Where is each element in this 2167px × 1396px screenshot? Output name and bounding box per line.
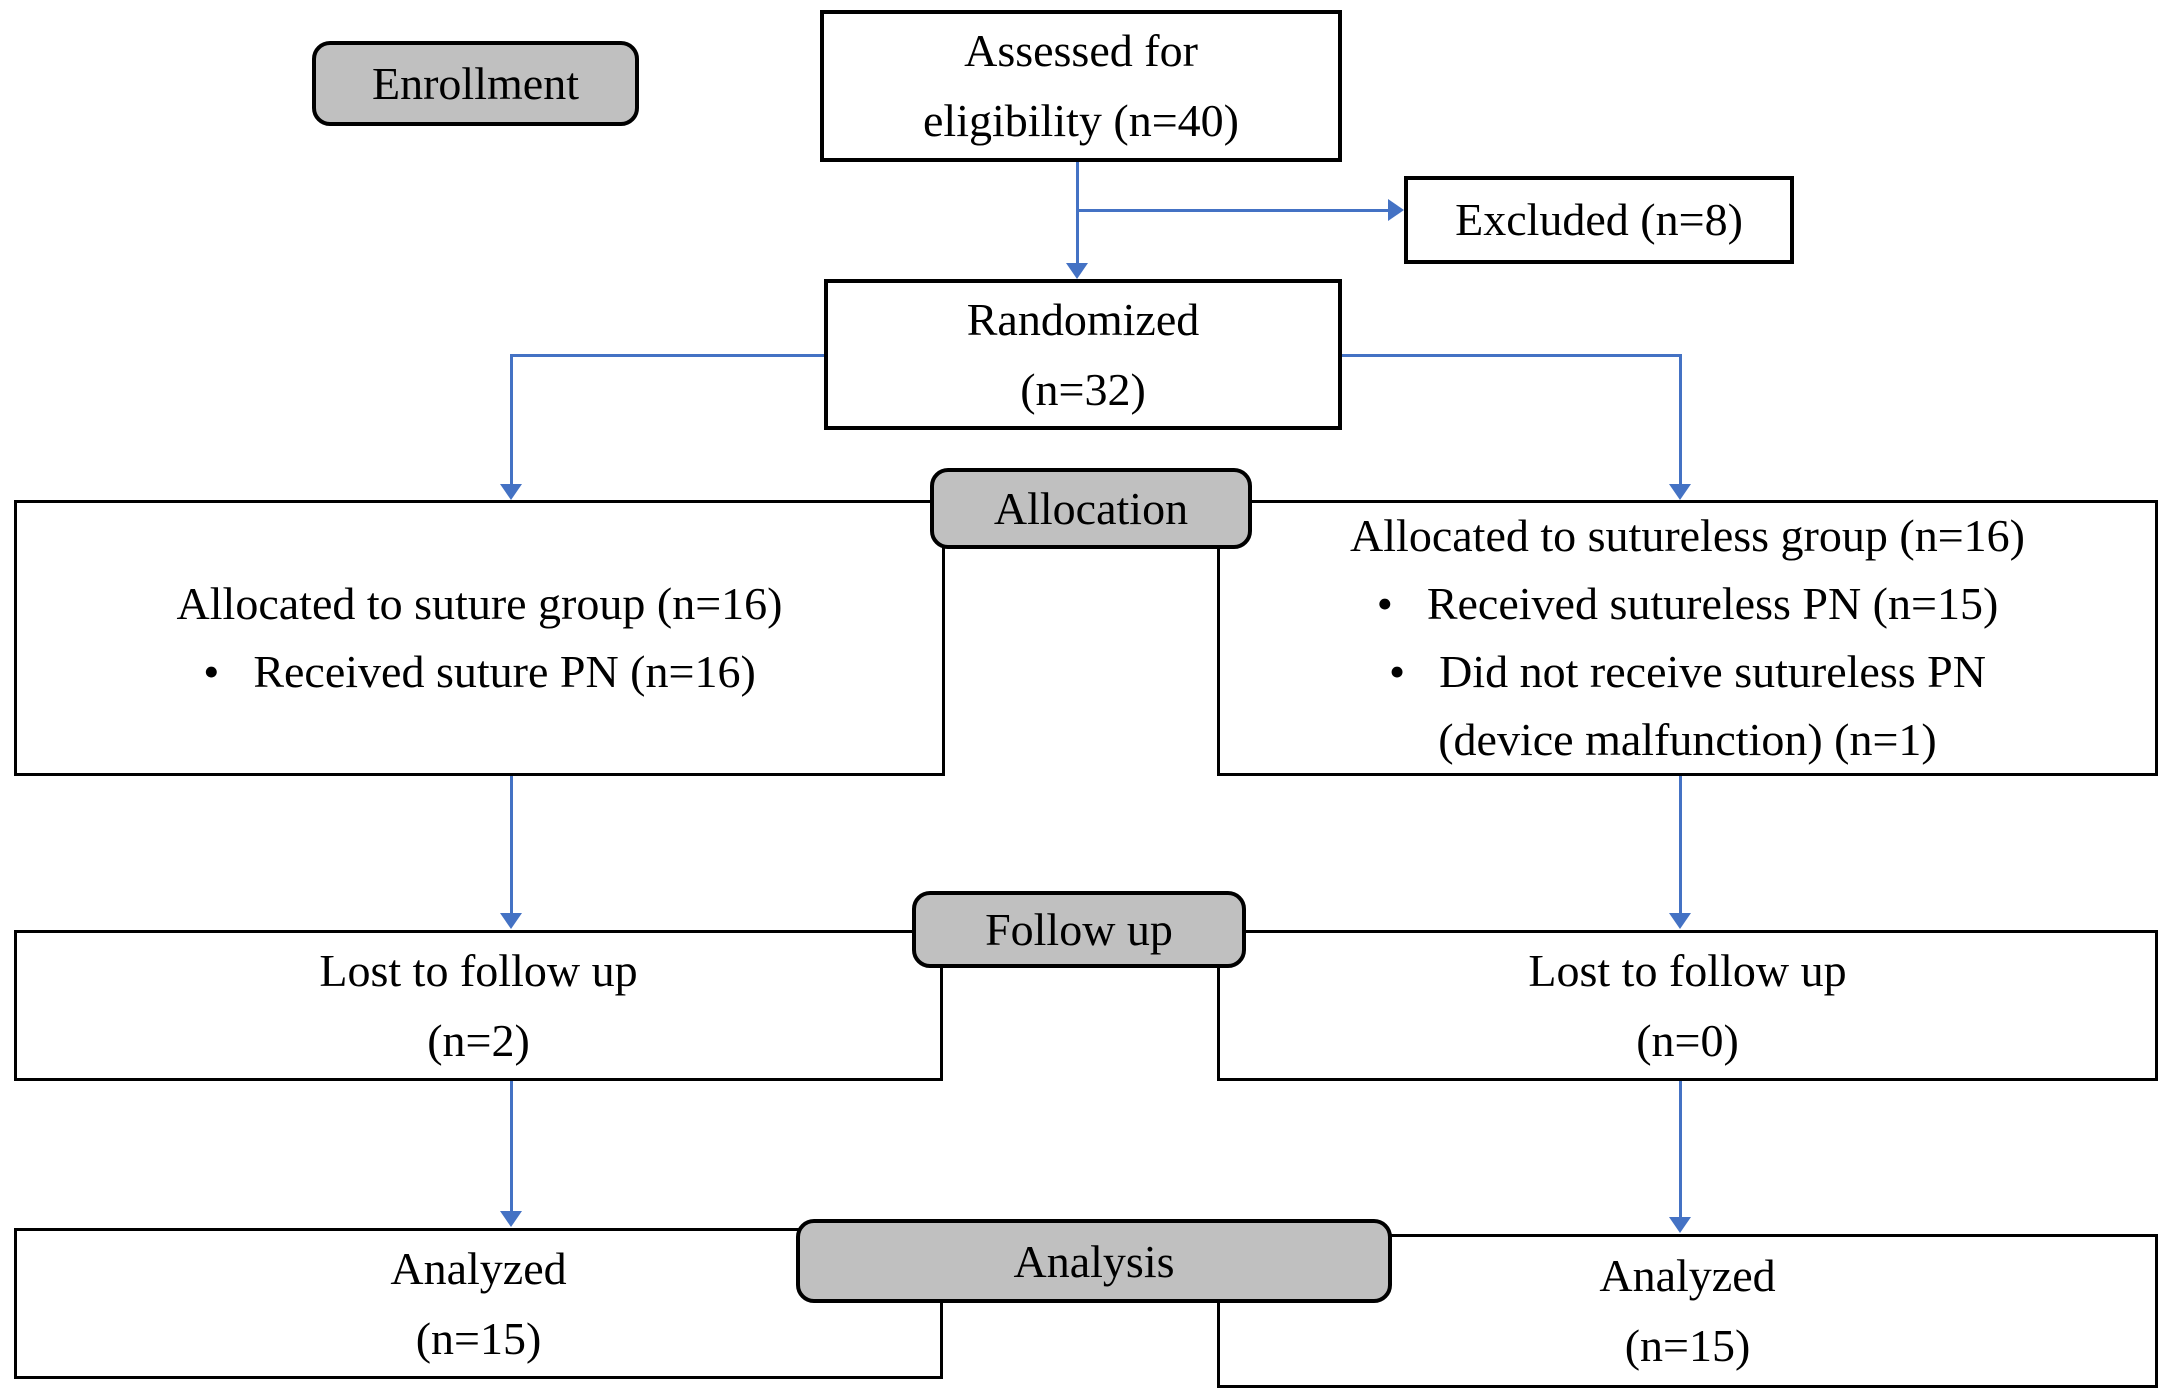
assessed-line1: Assessed for [964, 25, 1198, 76]
arrowhead-into-lost-left [500, 913, 522, 929]
alloc-right-title: Allocated to sutureless group (n=16) [1350, 510, 2025, 561]
arrowhead-into-excluded [1388, 199, 1404, 221]
connector-alloc-to-lost-right [1679, 776, 1682, 914]
arrowhead-into-analyzed-left [500, 1211, 522, 1227]
arrowhead-into-alloc-right [1669, 484, 1691, 500]
connector-alloc-to-lost-left [510, 776, 513, 914]
connector-lost-to-analyzed-left [510, 1081, 513, 1212]
alloc-left-bullet1: • Received suture PN (n=16) [203, 638, 756, 706]
allocated-sutureless-box: Allocated to sutureless group (n=16) • Re… [1217, 500, 2158, 776]
allocated-suture-box: Allocated to suture group (n=16) • Receiv… [14, 500, 945, 776]
stage-label-enrollment: Enrollment [312, 41, 639, 126]
alloc-right-bullet2-continuation: (device malfunction) (n=1) [1438, 714, 1937, 765]
arrowhead-into-analyzed-right [1669, 1217, 1691, 1233]
lost-left-line2: (n=2) [427, 1014, 530, 1066]
analyzed-right-line2: (n=15) [1624, 1320, 1751, 1371]
alloc-left-bullet1-text: Received suture PN (n=16) [253, 646, 756, 697]
assessed-line2: eligibility (n=40) [923, 95, 1239, 146]
enrollment-label-text: Enrollment [372, 58, 579, 109]
lost-followup-right-box: Lost to follow up (n=0) [1217, 930, 2158, 1081]
analyzed-right-box: Analyzed (n=15) [1217, 1234, 2158, 1388]
randomized-box: Randomized (n=32) [824, 279, 1342, 430]
randomized-line1: Randomized [966, 293, 1200, 345]
connector-down-to-alloc-left [510, 354, 513, 485]
analysis-label-text: Analysis [1013, 1235, 1175, 1287]
followup-label-text: Follow up [985, 904, 1173, 955]
alloc-right-bullet2: • Did not receive sutureless PN [1389, 638, 1986, 706]
lost-right-line1: Lost to follow up [1528, 944, 1847, 996]
stage-label-followup: Follow up [912, 891, 1246, 968]
stage-label-analysis: Analysis [796, 1219, 1392, 1303]
lost-left-line1: Lost to follow up [319, 944, 638, 996]
analyzed-left-line2: (n=15) [415, 1312, 542, 1364]
allocation-label-text: Allocation [993, 483, 1189, 534]
arrowhead-into-alloc-left [500, 484, 522, 500]
connector-assessed-to-randomized [1076, 160, 1079, 266]
assessed-eligibility-box: Assessed for eligibility (n=40) [820, 10, 1342, 162]
analyzed-left-box: Analyzed (n=15) [14, 1228, 943, 1379]
connector-lost-to-analyzed-right [1679, 1081, 1682, 1218]
analyzed-right-line1: Analyzed [1599, 1250, 1776, 1301]
alloc-right-bullet2-text: Did not receive sutureless PN [1439, 646, 1986, 697]
excluded-text: Excluded (n=8) [1455, 194, 1743, 245]
arrowhead-into-lost-right [1669, 913, 1691, 929]
randomized-line2: (n=32) [1020, 363, 1146, 415]
alloc-right-bullet1: • Received sutureless PN (n=15) [1377, 570, 1999, 638]
stage-label-allocation: Allocation [930, 468, 1252, 549]
connector-randomized-left-branch [510, 354, 826, 357]
connector-randomized-right-branch [1340, 354, 1682, 357]
bullet-icon: • [1389, 646, 1406, 697]
excluded-box: Excluded (n=8) [1404, 176, 1794, 264]
alloc-right-bullet1-text: Received sutureless PN (n=15) [1426, 578, 1999, 629]
connector-assessed-to-excluded [1076, 209, 1392, 212]
lost-right-line2: (n=0) [1636, 1014, 1739, 1066]
bullet-icon: • [203, 646, 220, 697]
connector-down-to-alloc-right [1679, 354, 1682, 485]
alloc-left-title: Allocated to suture group (n=16) [176, 578, 783, 629]
lost-followup-left-box: Lost to follow up (n=2) [14, 930, 943, 1081]
analyzed-left-line1: Analyzed [390, 1242, 567, 1294]
arrowhead-into-randomized [1066, 263, 1088, 279]
bullet-icon: • [1376, 578, 1393, 629]
